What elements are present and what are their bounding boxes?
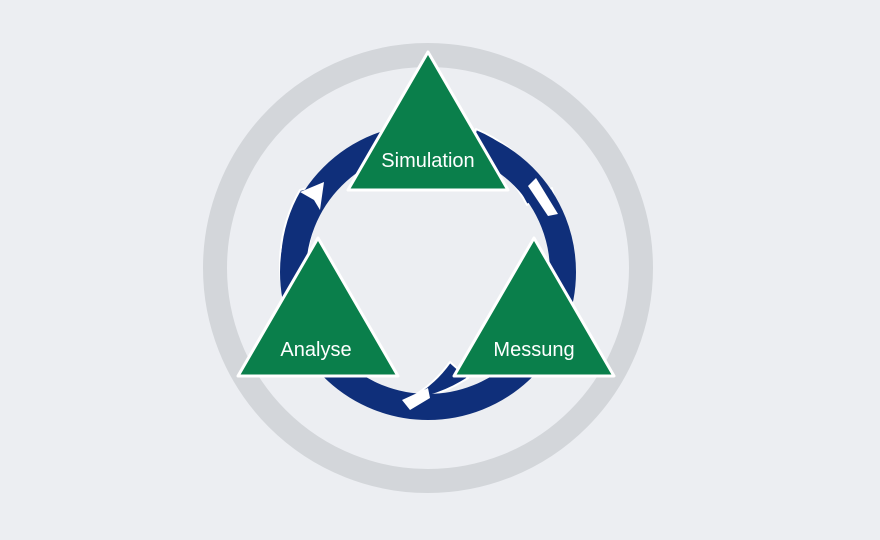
stage-analyse: Analyse bbox=[236, 236, 400, 378]
label-simulation: Simulation bbox=[381, 150, 474, 172]
stage-simulation: Simulation bbox=[346, 50, 510, 192]
arrow-notch-bottom bbox=[402, 388, 430, 410]
triangle-messung bbox=[452, 236, 616, 378]
label-analyse: Analyse bbox=[280, 339, 351, 361]
arrow-notch-left bbox=[300, 182, 324, 210]
triangle-simulation bbox=[346, 50, 510, 192]
stage-messung: Messung bbox=[452, 236, 616, 378]
triangle-analyse bbox=[236, 236, 400, 378]
arrow-notch-right bbox=[528, 178, 558, 216]
label-messung: Messung bbox=[493, 339, 574, 361]
